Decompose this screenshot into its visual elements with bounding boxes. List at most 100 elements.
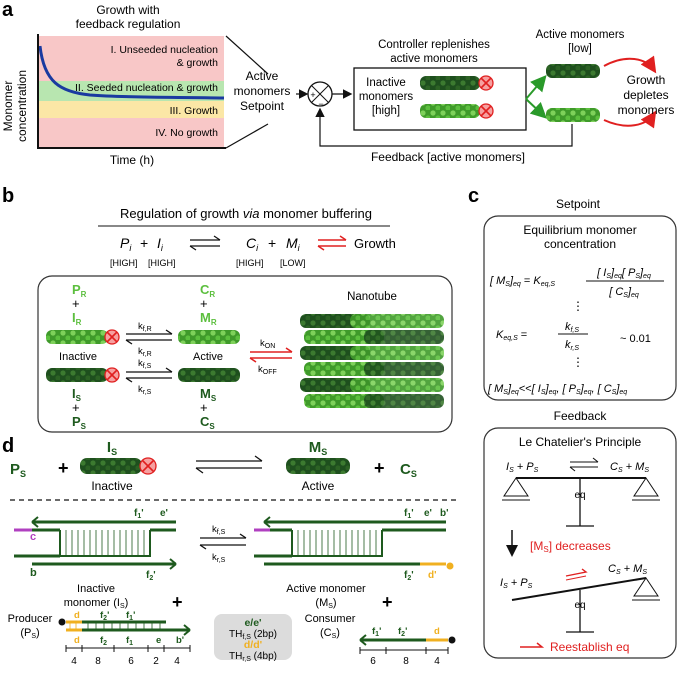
- eq-label-bottom: eq: [574, 600, 585, 611]
- producer-seg-f1: f1: [126, 635, 133, 647]
- growth-depletes-line2: depletes: [623, 88, 668, 102]
- svg-text:IS + PS: IS + PS: [500, 577, 533, 590]
- R-exchange-arrows: [125, 329, 173, 345]
- d-inactive-monomer: [80, 457, 157, 475]
- growth-depletes-line3: monomers: [618, 103, 675, 117]
- d-active-monomer-line1: Active monomer: [286, 583, 366, 595]
- inactive-S-monomer: [46, 367, 120, 383]
- zoom-line-top: [225, 35, 269, 75]
- inactive-monomers-line3: [high]: [372, 105, 400, 117]
- producer-seg-e: e: [156, 635, 161, 646]
- setpoint-line3: Setpoint: [240, 99, 285, 113]
- svg-text:Ii: Ii: [157, 235, 164, 253]
- shift-arrow-lower: [565, 575, 587, 581]
- svg-text:IR: IR: [72, 310, 82, 327]
- toehold-ee-detail: THf,S (2bp): [229, 629, 277, 641]
- producer-seg-b-prime: b': [176, 635, 184, 646]
- producer-seg-f2-prime: f2': [100, 610, 109, 622]
- feedback-box: [483, 427, 677, 659]
- I-high-label: [HIGH]: [148, 258, 176, 268]
- d-equilibrium-arrows: [195, 455, 263, 474]
- setpoint-heading: Setpoint: [556, 197, 601, 211]
- consumer-label-line1: Consumer: [305, 613, 356, 625]
- equilibrium-expression: [ MS]eq = Keq,S [ IS]eq[ PS]eq [ CS]eq K…: [487, 267, 664, 396]
- eq-conc-title-line2: concentration: [544, 237, 616, 251]
- svg-text:+: +: [72, 296, 80, 311]
- le-chatelier-arrows: [569, 457, 599, 472]
- balanced-scale: [502, 477, 660, 527]
- producer-scale-2: 6: [128, 656, 134, 667]
- d-plus-3: +: [172, 592, 183, 612]
- region-3-label: III. Growth: [170, 105, 219, 117]
- P-high-label: [HIGH]: [110, 258, 138, 268]
- consumer-seg-f2-prime: f2': [398, 626, 407, 638]
- d-inactive-monomer-line2: monomer (IS): [64, 597, 129, 610]
- feedback-label: Feedback [active monomers]: [371, 150, 525, 164]
- d-active-seg-b-prime: b': [440, 508, 449, 519]
- nanotube-illustration: [298, 310, 444, 422]
- svg-text:PS: PS: [72, 414, 87, 431]
- svg-text:MR: MR: [200, 310, 217, 327]
- consumer-strand: [359, 634, 456, 646]
- y-axis-label-line2: concentration: [15, 70, 29, 142]
- active-monomer-bottom: [546, 108, 600, 122]
- d-inactive-strand-diagram: [14, 516, 177, 570]
- consumer-scale-1: 8: [403, 656, 409, 667]
- svg-text:CS: CS: [200, 414, 215, 431]
- d-active-monomer: [286, 458, 350, 474]
- d-plus-2: +: [374, 458, 385, 478]
- svg-text:+: +: [200, 400, 208, 415]
- active-monomers-label: Active monomers: [536, 29, 625, 41]
- region-2-label: II. Seeded nucleation & growth: [75, 82, 218, 94]
- d-seg-e-prime: e': [160, 508, 168, 519]
- toehold-info-box: [214, 614, 292, 660]
- region-1-label-line2: & growth: [177, 57, 219, 69]
- panel-b-title: Regulation of growth via monomer bufferi…: [120, 206, 372, 221]
- C-high-label: [HIGH]: [236, 258, 264, 268]
- inactive-R-monomer: [46, 329, 120, 345]
- panel-c-letter: c: [468, 185, 479, 207]
- d-active-label: Active: [302, 479, 335, 493]
- d-strand-exchange-arrows: [199, 533, 247, 550]
- svg-text:CS + MS: CS + MS: [608, 563, 647, 576]
- d-inactive-label: Inactive: [91, 479, 133, 493]
- svg-text:[ MS]eq<<[ IS]eq, [ PS]eq, [ C: [ MS]eq<<[ IS]eq, [ PS]eq, [ CS]eq: [487, 383, 627, 396]
- d-active-seg-e-prime: e': [424, 508, 432, 519]
- setpoint-line1: Active: [246, 69, 279, 83]
- consumer-scale-2: 4: [434, 656, 440, 667]
- panel-d-letter: d: [2, 435, 14, 457]
- overall-growth-label: Growth: [354, 236, 396, 251]
- d-active-strand-diagram: [254, 516, 454, 570]
- ms-decreases-label: [MS] decreases: [530, 539, 611, 554]
- feedback-heading: Feedback: [554, 409, 608, 423]
- inactive-monomers-line1: Inactive: [366, 77, 406, 89]
- producer-label-line1: Producer: [8, 613, 53, 625]
- svg-text:CR: CR: [200, 282, 215, 299]
- inactive-state-label: Inactive: [59, 351, 97, 363]
- d-IS-label: IS: [107, 439, 117, 457]
- growth-depletes-line1: Growth: [627, 73, 666, 87]
- active-monomer-top: [546, 64, 600, 78]
- svg-text:IS + PS: IS + PS: [506, 461, 539, 474]
- monomer-concentration-curve: [38, 45, 225, 100]
- svg-text:IS: IS: [72, 386, 82, 403]
- overall-equation: Pi + Ii Ci + Mi: [120, 235, 301, 253]
- d-seg-f1-prime: f1': [134, 508, 144, 520]
- on-off-arrows: [249, 347, 293, 363]
- region-3-band: [38, 101, 224, 118]
- d-PS-label: PS: [10, 461, 26, 479]
- kr-S-label: kr,S: [138, 384, 152, 396]
- panel-a-letter: a: [2, 0, 14, 21]
- reestablish-label: Reestablish eq: [550, 640, 629, 654]
- release-arrow-bottom: [525, 98, 547, 119]
- ratio-value: ~ 0.01: [620, 333, 651, 345]
- producer-scale-3: 2: [153, 656, 159, 667]
- svg-text:Ci: Ci: [246, 235, 259, 253]
- shift-arrow-upper: [565, 568, 588, 577]
- toehold-dd-detail: THr,S (4bp): [229, 651, 277, 663]
- d-inactive-monomer-line1: Inactive: [77, 583, 115, 595]
- d-seg-f2-prime: f2': [146, 570, 156, 582]
- producer-seg-f1-prime: f1': [126, 610, 135, 622]
- consumer-seg-f1-prime: f1': [372, 626, 381, 638]
